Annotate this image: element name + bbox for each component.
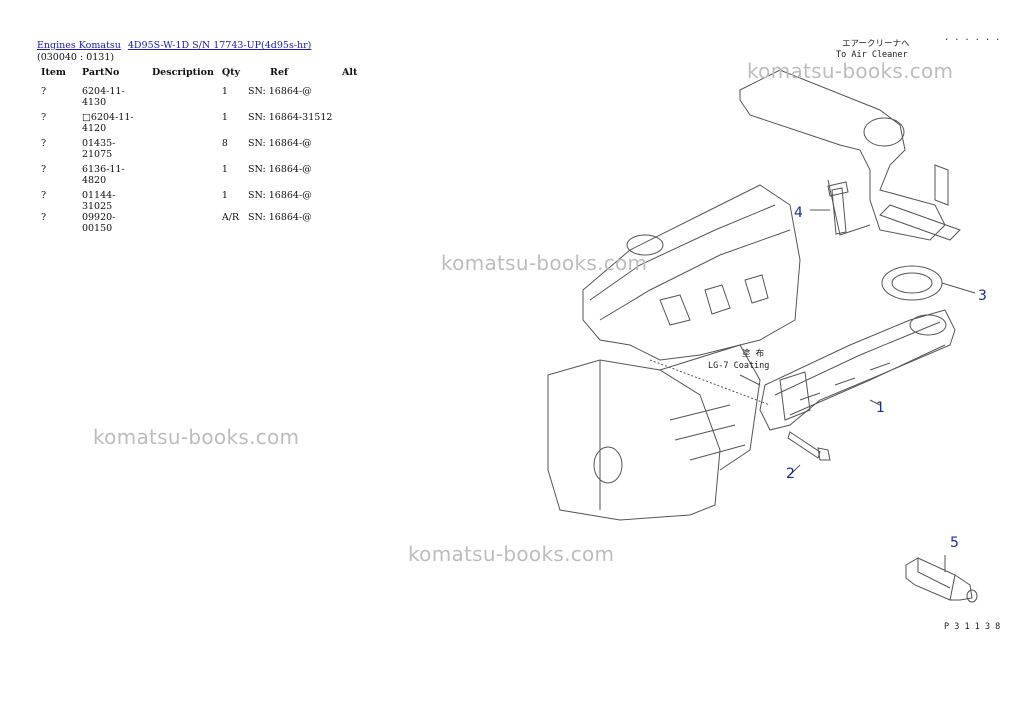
watermark: komatsu-books.com xyxy=(747,59,954,83)
breadcrumb: Engines Komatsu 4D95S-W-1D S/N 17743-UP(… xyxy=(37,40,315,51)
watermark: komatsu-books.com xyxy=(441,251,648,275)
cell-qty: 1 xyxy=(221,86,228,97)
figure-code: P 3 1 1 3 8 xyxy=(944,622,1000,632)
cell-item: ? xyxy=(41,86,47,97)
parts-table: Item PartNo Description Qty Ref Alt ? 620… xyxy=(37,66,361,235)
cell-qty: 8 xyxy=(221,138,228,149)
cell-qty: 1 xyxy=(221,190,228,201)
header-qty: Qty xyxy=(221,66,241,78)
cell-qty: 1 xyxy=(221,164,228,175)
cell-qty: A/R xyxy=(221,212,240,223)
table-row: ? 01144-31025 1 SN: 16864-@ xyxy=(37,190,361,212)
table-row: ? 01435-21075 8 SN: 16864-@ xyxy=(37,138,361,164)
table-header-row: Item PartNo Description Qty Ref Alt xyxy=(37,66,361,86)
cell-item: ? xyxy=(41,190,47,201)
air-cleaner-label: To Air Cleaner xyxy=(836,50,908,60)
group-code: (030040 : 0131) xyxy=(37,52,115,63)
header-description: Description xyxy=(151,66,214,78)
breadcrumb-link-model[interactable]: 4D95S-W-1D S/N 17743-UP(4d95s-hr) xyxy=(127,40,312,51)
cell-ref: SN: 16864-@ xyxy=(248,138,312,149)
header-item: Item xyxy=(41,66,66,78)
cell-ref: SN: 16864-@ xyxy=(248,164,312,175)
cell-partno: 6204-11-4130 xyxy=(81,86,125,108)
breadcrumb-link-engines[interactable]: Engines Komatsu xyxy=(37,40,121,51)
watermark: komatsu-books.com xyxy=(93,425,300,449)
cell-partno: 09920-00150 xyxy=(81,212,116,234)
header-partno: PartNo xyxy=(81,66,120,78)
callout-5: 5 xyxy=(950,535,959,551)
air-cleaner-pipe-drawing xyxy=(739,69,961,241)
header-ref: Ref xyxy=(270,66,289,78)
cell-partno: 01435-21075 xyxy=(81,138,116,160)
coating-label: LG-7 Coating xyxy=(708,361,769,371)
table-row: ? □6204-11-4120 1 SN: 16864-31512 xyxy=(37,112,361,138)
callout-1: 1 xyxy=(876,400,885,416)
callout-4: 4 xyxy=(794,205,803,221)
cell-ref: SN: 16864-31512 xyxy=(248,112,333,123)
part-2-bolt-drawing xyxy=(787,431,831,476)
engine-block-drawing xyxy=(547,184,801,521)
table-row: ? 6136-11-4820 1 SN: 16864-@ xyxy=(37,164,361,190)
coating-label-jp: 塗 布 xyxy=(742,348,764,359)
cell-partno: □6204-11-4120 xyxy=(81,112,134,134)
part-3-gasket-drawing xyxy=(881,265,976,301)
part-1-manifold-drawing xyxy=(759,309,956,431)
table-row: ? 6204-11-4130 1 SN: 16864-@ xyxy=(37,86,361,112)
cell-ref: SN: 16864-@ xyxy=(248,212,312,223)
cell-item: ? xyxy=(41,212,47,223)
corner-marks: . . . . . . xyxy=(944,33,1000,43)
cell-item: ? xyxy=(41,138,47,149)
part-4-bolt-drawing xyxy=(810,181,849,235)
callout-3: 3 xyxy=(978,288,987,304)
watermark: komatsu-books.com xyxy=(408,542,615,566)
cell-partno: 01144-31025 xyxy=(81,190,116,212)
part-5-sealant-drawing xyxy=(905,555,978,603)
cell-qty: 1 xyxy=(221,112,228,123)
callout-2: 2 xyxy=(786,466,795,482)
header-alt: Alt xyxy=(342,66,358,78)
air-cleaner-label-jp: エアークリーナへ xyxy=(842,39,910,49)
cell-item: ? xyxy=(41,112,47,123)
cell-partno: 6136-11-4820 xyxy=(81,164,125,186)
table-row: ? 09920-00150 A/R SN: 16864-@ xyxy=(37,212,361,234)
cell-ref: SN: 16864-@ xyxy=(248,86,312,97)
cell-ref: SN: 16864-@ xyxy=(248,190,312,201)
cell-item: ? xyxy=(41,164,47,175)
